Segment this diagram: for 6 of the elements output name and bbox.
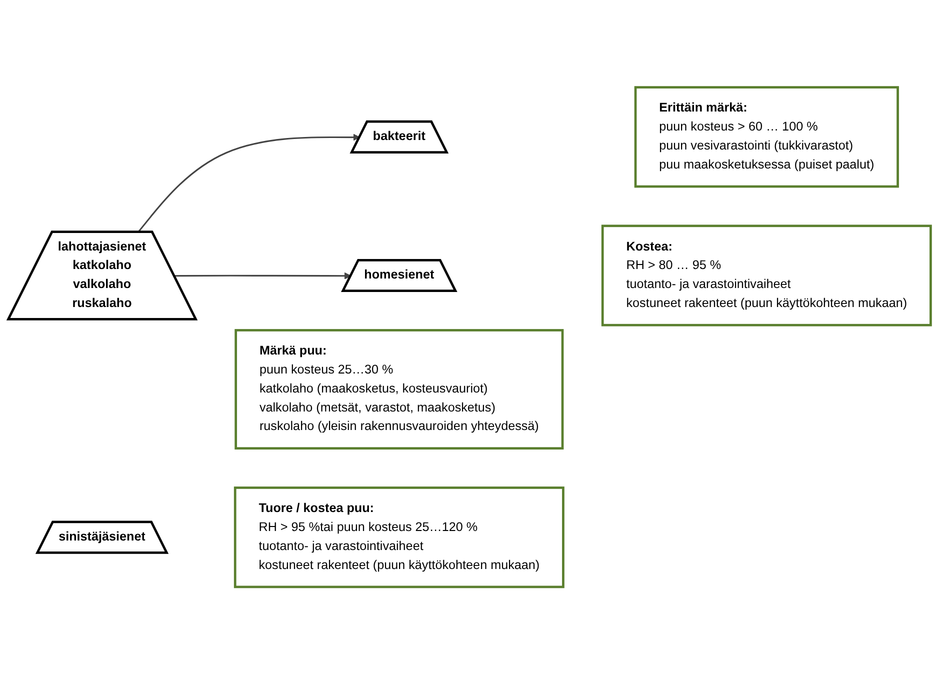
node-box: Tuore / kostea puu: RH > 95 %tai puun kosteus 25…120 % tuotanto- ja varastointivaiheet kostuneet rakenteet (puun käyttökohteen mukaan)	[234, 486, 564, 588]
node-box: Märkä puu: puun kosteus 25…30 % katkolaho (maakosketus, kosteusvauriot) valkolaho (metsät, varastot, maakosketus) ruskolaho (yleisin rakennusvauroiden yhteydessä)	[234, 328, 564, 450]
arrow	[138, 134, 360, 233]
node-box: Erittäin märkä: puun kosteus > 60 … 100 % puun vesivarastointi (tukkivarastot) puu maakosketuksessa (puiset paalut)	[634, 86, 899, 188]
arrow	[174, 272, 352, 280]
node-box: Kostea: RH > 80 … 95 % tuotanto- ja varastointivaiheet kostuneet rakenteet (puun käyttökohteen mukaan)	[601, 224, 932, 326]
